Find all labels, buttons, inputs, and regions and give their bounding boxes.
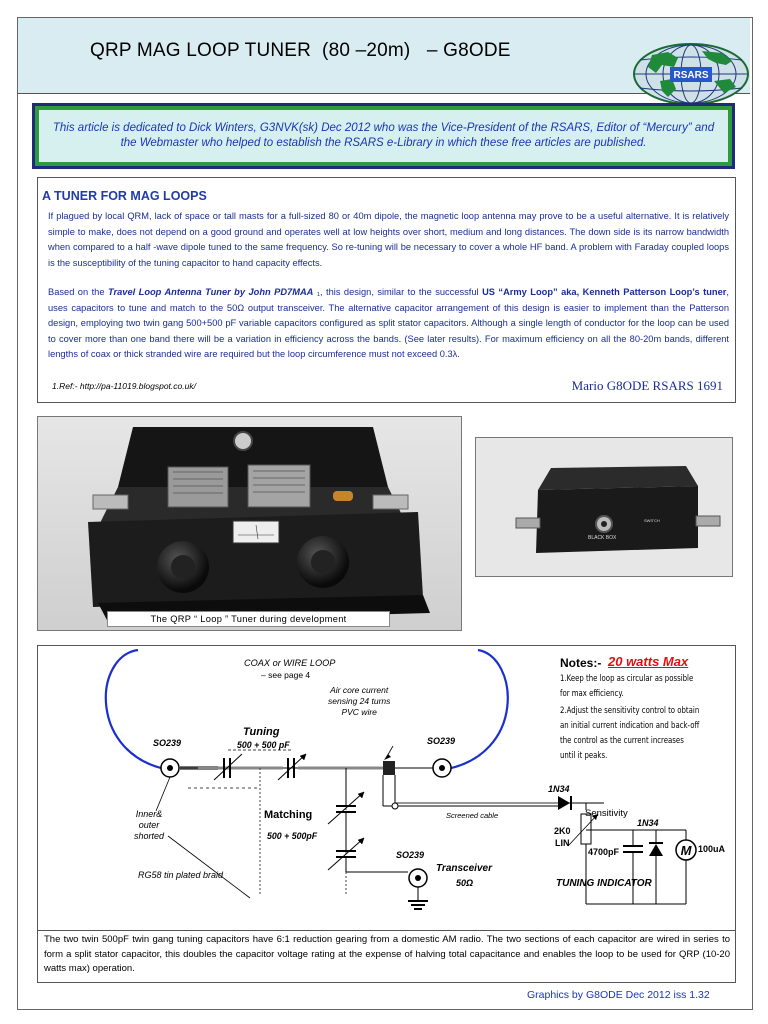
tuning-value-label: 500 + 500 pF (237, 740, 290, 750)
box-brand-label: BLACK BOX (588, 535, 617, 541)
dedication-box: This article is dedicated to Dick Winter… (32, 103, 735, 169)
page-header: QRP MAG LOOP TUNER (80 –20m) – G8ODE RSA… (18, 18, 750, 105)
article-paragraph-1: If plagued by local QRM, lack of space o… (48, 211, 729, 268)
notes-power-warning: 20 watts Max (608, 654, 689, 669)
cap-4700pf-label: 4700pF (588, 847, 620, 857)
article-box: A TUNER FOR MAG LOOPS If plagued by loca… (37, 177, 736, 403)
coax-loop-sublabel: – see page 4 (261, 670, 311, 680)
notes-title: Notes:- (560, 656, 602, 670)
tuning-label: Tuning (243, 726, 280, 738)
article-heading: A TUNER FOR MAG LOOPS (42, 189, 207, 203)
photo-caption: The QRP “ Loop ” Tuner during developmen… (107, 611, 390, 627)
loop-left-arc (104, 648, 171, 772)
photo-tuner-development: The QRP “ Loop ” Tuner during developmen… (37, 416, 462, 631)
tuning-capacitor (213, 753, 307, 781)
note-line: for max efficiency. (560, 689, 624, 699)
footer-credit: Graphics by G8ODE Dec 2012 iss 1.32 (527, 989, 710, 1001)
reference-link[interactable]: Travel Loop Antenna Tuner by John PD7MAA (107, 287, 314, 297)
so239-left-label: SO239 (153, 738, 182, 748)
current-sensing-coil (383, 761, 395, 775)
page-title: QRP MAG LOOP TUNER (80 –20m) – G8ODE (90, 40, 511, 61)
capacitor-4700pf (623, 830, 643, 904)
transceiver-label: Transceiver (436, 863, 492, 874)
coax-loop-label: COAX or WIRE LOOP (244, 658, 336, 668)
ohms-label: 50Ω (456, 878, 474, 888)
so239-right-label: SO239 (427, 736, 456, 746)
diode2-label: 1N34 (637, 818, 659, 828)
matching-label: Matching (264, 809, 313, 821)
rsars-globe-logo: RSARS (633, 43, 749, 105)
svg-text:M: M (681, 843, 693, 858)
reference-note: 1.Ref:- http://pa-11019.blogspot.co.uk/ (52, 381, 196, 391)
photo-tuner-finished: BLACK BOX SWITCH (475, 437, 733, 577)
box-switch-label: SWITCH (644, 518, 660, 523)
article-paragraph-2: Based on the Travel Loop Antenna Tuner b… (48, 287, 729, 360)
diode-1n34-protection (649, 830, 663, 904)
diode1-label: 1N34 (548, 784, 570, 794)
meter-value-label: 100uA (698, 844, 726, 854)
screened-cable-label: Screened cable (446, 811, 499, 820)
dedication-text: This article is dedicated to Dick Winter… (52, 122, 715, 149)
rg58-label: RG58 tin plated braid (138, 870, 224, 880)
matching-value-label: 500 + 500pF (267, 831, 318, 841)
so239-bottom-label: SO239 (396, 850, 425, 860)
diode-1n34-rectifier (558, 796, 604, 810)
page-frame (17, 17, 753, 1010)
loop-right-arc (441, 648, 509, 772)
note-line: 2.Adjust the sensitivity control to obta… (560, 706, 700, 716)
sensitivity-label: Sensitivity (585, 808, 628, 819)
logo-text: RSARS (673, 70, 708, 81)
note-line: 1.Keep the loop as circular as possible (560, 674, 694, 684)
description-box: The two twin 500pF twin gang tuning capa… (37, 930, 736, 983)
note-line: until it peaks. (560, 751, 608, 761)
tuning-indicator-label: TUNING INDICATOR (556, 878, 652, 889)
schematic-diagram: M COAX or WIRE LOOP – see page 4 Air cor… (37, 645, 736, 931)
note-line: an initial current indication and back-o… (560, 721, 700, 731)
author-signature: Mario G8ODE RSARS 1691 (571, 378, 723, 393)
note-line: the control as the current increases (560, 736, 684, 746)
description-text: The two twin 500pF twin gang tuning capa… (44, 934, 730, 974)
